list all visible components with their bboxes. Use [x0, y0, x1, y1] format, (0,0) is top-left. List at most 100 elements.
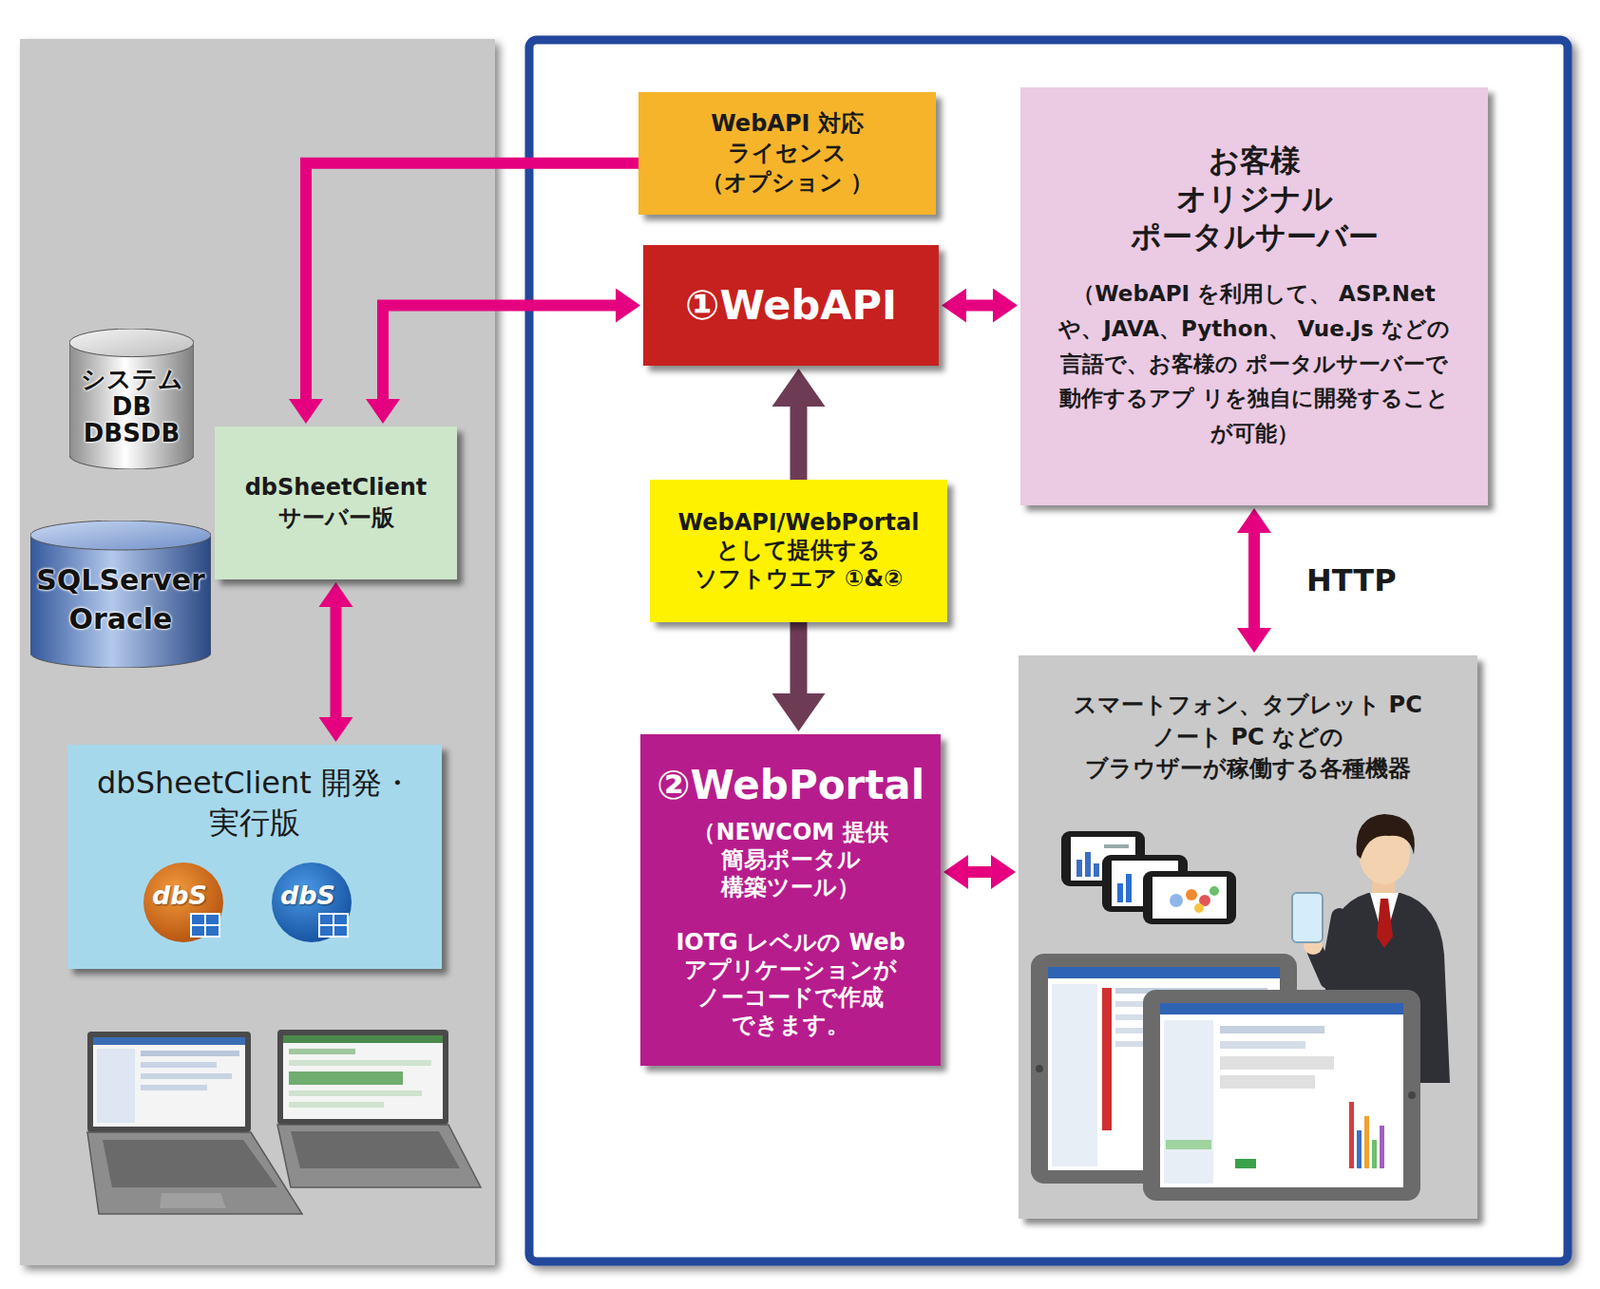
laptop	[277, 1029, 449, 1125]
tablet	[1102, 988, 1112, 1131]
smartphone	[1102, 855, 1188, 913]
server-edition-box: dbSheetClient サーバー版	[214, 426, 458, 580]
node-heading: dbSheetClient 開発・実行版	[76, 763, 433, 843]
laptop	[140, 1062, 217, 1068]
tablet	[1047, 967, 1280, 979]
smartphone	[1209, 886, 1220, 896]
dbs-icon	[319, 924, 348, 927]
dbs-icon	[190, 914, 220, 937]
laptop	[290, 1131, 460, 1169]
node-heading: ①WebAPI	[685, 281, 897, 331]
tablet	[1160, 1003, 1404, 1015]
dbs-icon	[332, 914, 335, 937]
tablet	[1142, 990, 1421, 1201]
tablet	[1219, 1075, 1315, 1089]
laptop	[96, 1048, 135, 1124]
tablet	[1115, 988, 1268, 994]
tablet	[1371, 1140, 1377, 1169]
smartphone	[1061, 831, 1145, 887]
smartphone	[1104, 844, 1129, 849]
tablet	[1160, 1003, 1404, 1188]
businessman	[1314, 916, 1340, 981]
left-panel	[19, 38, 496, 1266]
smartphone	[1169, 894, 1183, 908]
laptop	[288, 1060, 432, 1067]
arrow-connector	[382, 305, 616, 400]
dbs-icon	[271, 862, 352, 943]
smartphone	[1125, 874, 1132, 903]
tablet	[1115, 1028, 1220, 1034]
node-heading: WebAPI 対応 ライセンス （オプション ）	[683, 109, 893, 199]
arrow-connector	[790, 622, 808, 694]
node-heading: dbSheetClient サーバー版	[224, 473, 448, 533]
arrow-connector	[305, 163, 639, 400]
node-heading: WebAPI/WebPortal として提供する ソフトウエア ①&②	[659, 509, 938, 593]
cylinder-top	[30, 520, 211, 551]
laptop	[288, 1090, 422, 1097]
businessman	[1322, 893, 1450, 1084]
node-body: IOTG レベルの Web アプリケーションが ノーコードで作成 できます。	[666, 929, 915, 1039]
businessman	[1371, 874, 1395, 897]
arrow-connector	[790, 406, 808, 480]
dbs-icon	[204, 914, 207, 937]
laptop	[87, 1031, 303, 1215]
tablet	[1115, 1001, 1239, 1008]
businessman	[1370, 893, 1399, 943]
arrow-connector	[1248, 533, 1260, 629]
tablet	[1219, 1026, 1325, 1034]
webapi-box: ①WebAPI	[643, 245, 939, 366]
tablet	[1219, 1041, 1306, 1049]
smartphone	[1185, 889, 1198, 901]
tablet	[1115, 1041, 1249, 1048]
smartphone	[1142, 871, 1237, 925]
smartphone	[1061, 831, 1145, 887]
laptop	[93, 1037, 246, 1127]
smartphone	[1111, 860, 1179, 907]
node-heading: システム DB DBSDB	[73, 365, 191, 448]
smartphone	[1152, 876, 1227, 919]
node-heading: SQLServer Oracle	[32, 561, 210, 639]
laptop	[159, 1193, 227, 1209]
tablet	[1408, 1091, 1416, 1100]
laptop	[93, 1037, 246, 1046]
devices-box: スマートフォン、タブレット PC ノート PC などの ブラウザーが稼働する各種…	[1018, 655, 1478, 1220]
smartphone	[1117, 883, 1124, 903]
license-box: WebAPI 対応 ライセンス （オプション ）	[638, 92, 936, 215]
smartphone	[1085, 852, 1091, 877]
cylinder-body	[69, 342, 194, 470]
tablet	[1115, 1014, 1258, 1021]
tablet	[1364, 1116, 1370, 1169]
smartphone	[1199, 895, 1211, 907]
smartphone	[1070, 837, 1136, 881]
tablet	[1163, 1020, 1214, 1184]
tablet	[1235, 1159, 1257, 1169]
node-heading: ②WebPortal	[656, 761, 925, 810]
laptop	[288, 1071, 403, 1086]
laptop	[283, 1035, 443, 1120]
laptop	[288, 1048, 356, 1055]
edge-label: HTTP	[1306, 562, 1397, 599]
webportal-box: ②WebPortal （NEWCOM 提供 簡易ポータル 構築ツール） IOTG レ…	[640, 734, 941, 1067]
smartphone	[1093, 863, 1100, 877]
laptop	[87, 1031, 251, 1133]
tablet	[1030, 953, 1297, 1184]
tablet	[1035, 1065, 1044, 1073]
arrow-connector	[966, 300, 993, 312]
tablet	[1379, 1125, 1385, 1169]
database-cylinder: システム DB DBSDB	[69, 328, 194, 470]
logo-text: dbS	[280, 880, 336, 911]
smartphone	[1076, 859, 1083, 877]
laptop	[140, 1050, 240, 1057]
dbs-icon	[271, 862, 352, 943]
node-body: （NEWCOM 提供 簡易ポータル 構築ツール）	[676, 819, 905, 901]
node-body: （WebAPI を利用して、 ASP.Net や、JAVA、Python、 Vu…	[1054, 276, 1454, 452]
arrow-connector	[968, 866, 991, 878]
dbs-icon	[143, 862, 224, 943]
node-heading: お客様 オリジナル ポータルサーバー	[1128, 141, 1381, 256]
laptop	[288, 1102, 384, 1108]
laptop	[283, 1035, 443, 1044]
laptop	[277, 1029, 481, 1188]
node-heading: スマートフォン、タブレット PC ノート PC などの ブラウザーが稼働する各種…	[1058, 689, 1439, 786]
businessman	[1303, 937, 1323, 955]
tablet	[1047, 967, 1280, 1171]
